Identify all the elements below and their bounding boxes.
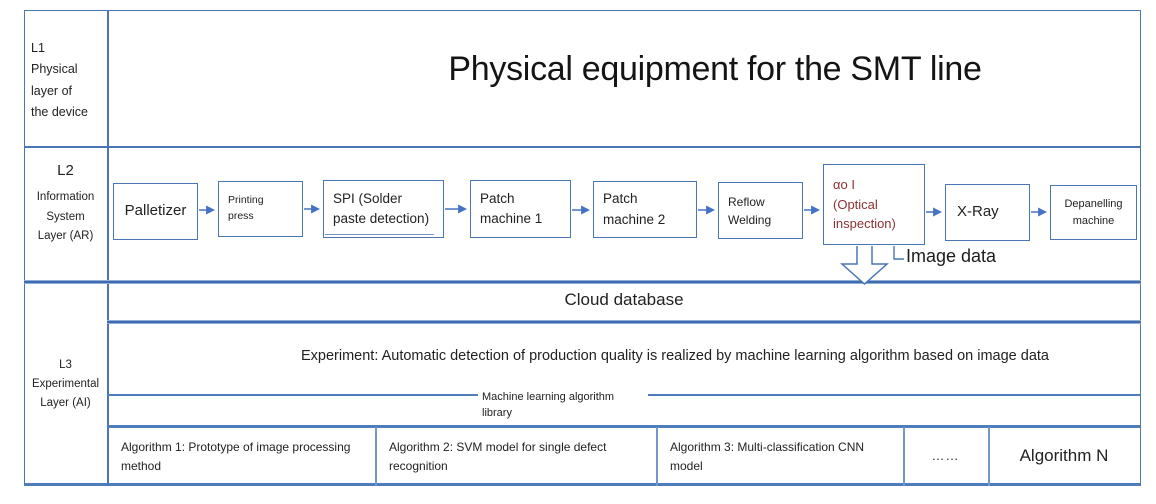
algorithm-cell-1: Algorithm 1: Prototype of image processi…	[121, 439, 351, 473]
algorithm-cell-2: Algorithm 2: SVM model for single defect…	[389, 439, 607, 473]
image-data-label: Image data	[906, 246, 997, 266]
flow-box-spi: SPI (Solder paste detection)	[323, 180, 444, 238]
algorithm-cell-divider	[903, 427, 905, 486]
flow-box-patch-machine-2: Patch machine 2	[593, 181, 697, 238]
l2-l3-divider	[24, 280, 1141, 284]
cloud-database-underline	[107, 320, 1141, 324]
l3-layer-label: L3 Experimental Layer (AI)	[31, 359, 100, 409]
l1-layer-label: L1 Physical layer of the device	[31, 41, 88, 119]
l1-title: Physical equipment for the SMT line	[448, 50, 982, 88]
flow-box-reflow-welding: Reflow Welding	[718, 182, 803, 239]
flow-box-palletizer: Palletizer	[113, 183, 198, 240]
algorithm-cell-divider	[988, 427, 990, 486]
l1-l2-divider	[24, 146, 1141, 148]
algorithm-n-cell: Algorithm N	[1019, 446, 1109, 466]
ml-library-box: Machine learning algorithm library	[478, 390, 648, 424]
label-column-divider	[107, 10, 109, 486]
algorithm-cell-divider	[656, 427, 658, 486]
l2-layer-code: L2	[57, 162, 74, 179]
l2-layer-label: L2 Information System Layer (AR)	[24, 162, 107, 247]
l2-layer-name: Information System Layer (AR)	[36, 191, 95, 243]
algorithm-ellipsis-cell: ……	[931, 448, 960, 464]
flow-box-optical-inspection: αo I (Optical inspection)	[823, 164, 925, 245]
flow-box-patch-machine-1: Patch machine 1	[470, 180, 571, 238]
experiment-text: Experiment: Automatic detection of produ…	[301, 348, 1049, 364]
flow-box-x-ray: X-Ray	[945, 184, 1030, 241]
algorithm-cell-divider	[375, 427, 377, 486]
flow-box-printing-press: Printing press	[218, 181, 303, 237]
flow-box-depanelling-machine: Depanelling machine	[1050, 185, 1137, 240]
algorithm-row-topline	[107, 425, 1141, 428]
diagram-outer-border	[24, 10, 1141, 486]
cloud-database-title: Cloud database	[564, 290, 684, 309]
algorithm-cell-3: Algorithm 3: Multi-classification CNN mo…	[670, 439, 865, 473]
